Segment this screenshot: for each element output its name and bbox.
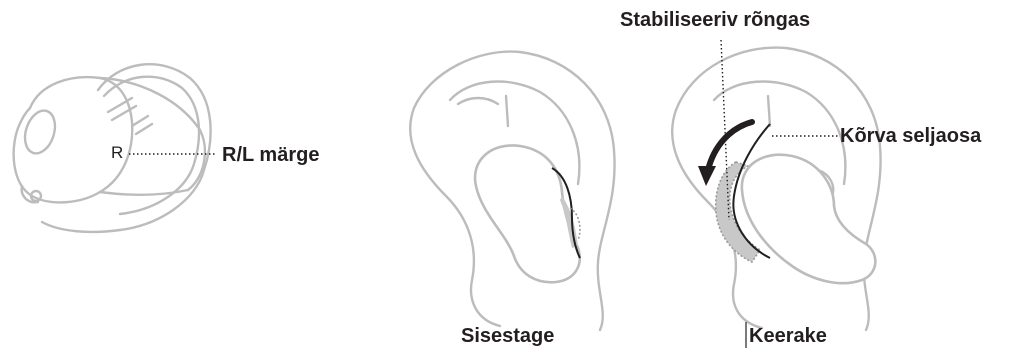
stabilizer-ring-label: Stabiliseeriv rõngas: [620, 10, 810, 30]
earbud-insert: [475, 145, 580, 282]
rl-mark-label: R/L märge: [222, 145, 319, 165]
ear-back-label: Kõrva seljaosa: [840, 126, 981, 146]
earbud-rotated: [716, 124, 876, 283]
insert-label: Sisestage: [461, 326, 554, 346]
rotate-label: Keerake: [749, 326, 827, 346]
rl-mark-letter: R: [111, 144, 123, 161]
